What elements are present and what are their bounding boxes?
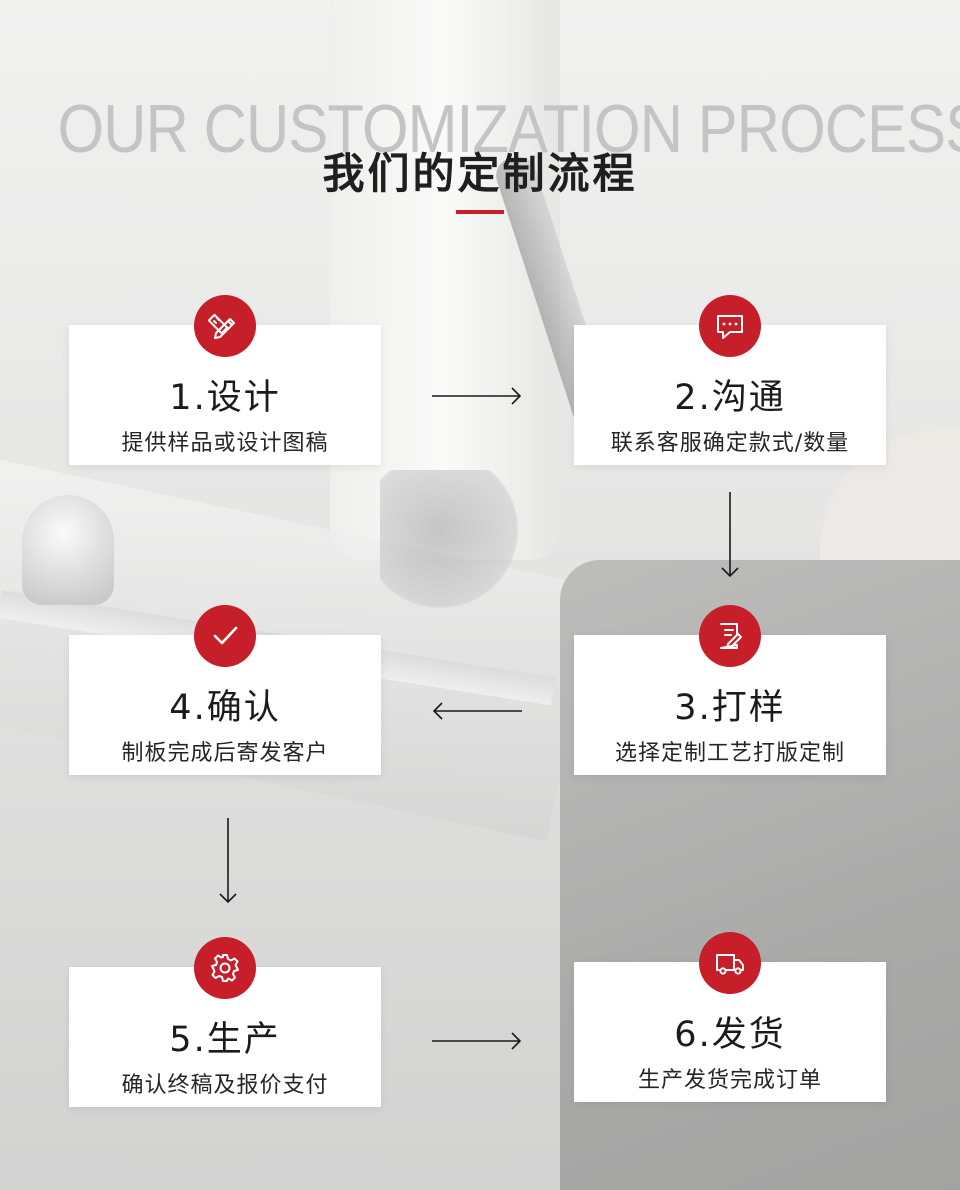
step-description: 确认终稿及报价支付 xyxy=(121,1073,329,1098)
arrow-down-icon xyxy=(219,818,237,904)
step-description: 联系客服确定款式/数量 xyxy=(610,431,850,456)
step-badge xyxy=(699,932,761,994)
arrow-left-icon xyxy=(432,702,522,720)
checkmark-icon xyxy=(213,626,238,645)
step-badge xyxy=(194,605,256,667)
step-description: 提供样品或设计图稿 xyxy=(121,431,329,456)
arrow-right-icon xyxy=(432,1032,522,1050)
pencil-ruler-icon xyxy=(208,313,235,339)
arrow-right-icon xyxy=(432,387,522,405)
background-title: OUR CUSTOMIZATION PROCESS xyxy=(57,91,960,167)
step-description: 制板完成后寄发客户 xyxy=(121,741,329,766)
step-title: 6.发货 xyxy=(674,1015,786,1055)
step-card-communicate: 2.沟通 联系客服确定款式/数量 xyxy=(574,295,886,465)
step-badge xyxy=(194,937,256,999)
step-description: 生产发货完成订单 xyxy=(637,1068,822,1093)
step-card-confirm: 4.确认 制板完成后寄发客户 xyxy=(69,605,381,775)
title-underline xyxy=(456,210,504,214)
delivery-truck-icon xyxy=(716,954,744,975)
step-card-sample: 3.打样 选择定制工艺打版定制 xyxy=(574,605,886,775)
step-card-produce: 5.生产 确认终稿及报价支付 xyxy=(69,937,381,1107)
step-title: 5.生产 xyxy=(169,1020,281,1060)
gear-icon xyxy=(211,954,239,982)
step-description: 选择定制工艺打版定制 xyxy=(614,741,845,766)
step-badge xyxy=(699,605,761,667)
step-title: 2.沟通 xyxy=(674,378,786,418)
step-card-ship: 6.发货 生产发货完成订单 xyxy=(574,932,886,1102)
step-title: 3.打样 xyxy=(674,688,786,728)
step-card-design: 1.设计 提供样品或设计图稿 xyxy=(69,295,381,465)
document-edit-icon xyxy=(720,623,742,649)
step-badge xyxy=(194,295,256,357)
chat-bubble-icon xyxy=(717,315,743,339)
page-title: 我们的定制流程 xyxy=(322,149,638,198)
step-title: 4.确认 xyxy=(169,688,281,728)
step-title: 1.设计 xyxy=(169,378,281,418)
arrow-down-icon xyxy=(721,492,739,578)
step-badge xyxy=(699,295,761,357)
